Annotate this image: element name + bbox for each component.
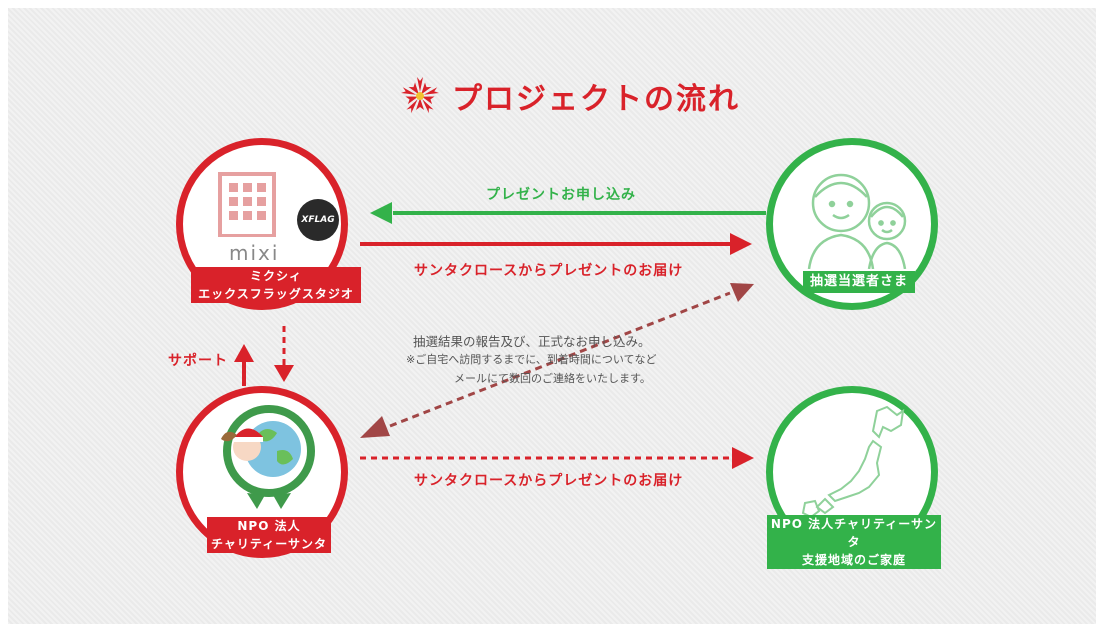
parent-child-icon [807,173,907,269]
winners-node: 抽選当選者さま [766,138,938,310]
building-icon [218,172,276,237]
report-note-line3: メールにて数回のご連絡をいたします。 [454,372,651,385]
report-dashed-arrow [360,283,754,438]
mixi-label: ミクシィ エックスフラッグスタジオ [191,267,361,303]
deliver-top-label: サンタクロースからプレゼントのお届け [414,263,684,279]
report-note-line1: 抽選結果の報告及び、正式なお申し込み。 [413,334,651,349]
npo-label: NPO 法人 チャリティーサンタ [207,517,331,553]
flow-diagram: プロジェクトの流れ [8,8,1096,624]
support-arrow [234,344,254,386]
support-label: サポート [168,353,228,369]
deliver-bottom-label: サンタクロースからプレゼントのお届け [414,473,684,489]
diagram-title: プロジェクトの流れ [398,76,740,117]
apply-arrow [370,202,766,224]
families-label: NPO 法人チャリティーサンタ 支援地域のご家庭 [767,515,941,569]
deliver-top-arrow [360,233,752,255]
apply-label: プレゼントお申し込み [486,187,636,203]
santa-globe-wreath-icon [221,405,315,509]
mixi-logo: mixi [229,241,280,265]
mixi-node: mixi XFLAG ミクシィ エックスフラッグスタジオ [176,138,361,310]
families-node: NPO 法人チャリティーサンタ 支援地域のご家庭 [766,386,941,569]
down-dashed-arrow [274,326,294,382]
xflag-logo-icon: XFLAG [297,199,339,241]
deliver-bottom-arrow [360,447,754,469]
japan-map-icon [794,405,905,521]
page-title: プロジェクトの流れ [452,82,740,117]
npo-node: NPO 法人 チャリティーサンタ [176,386,348,558]
connector-layer [234,202,766,469]
report-note-line2: ※ご自宅へ訪問するまでに、到着時間についてなど [406,353,657,366]
poinsettia-icon [401,77,439,114]
winners-label: 抽選当選者さま [803,271,915,293]
